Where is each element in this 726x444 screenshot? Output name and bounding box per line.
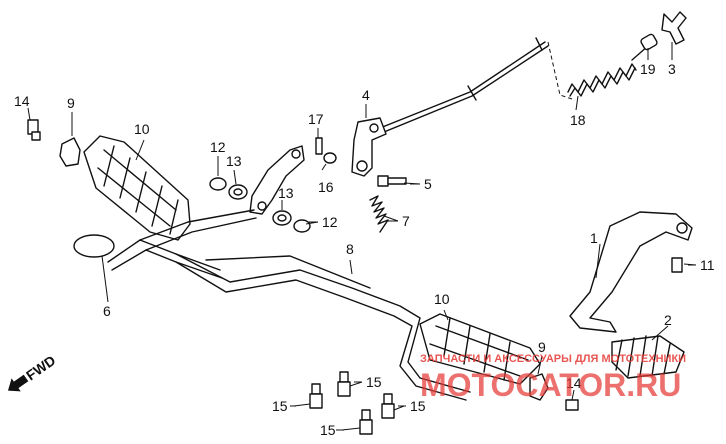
callout-15-d: 15 [410,398,426,414]
fwd-arrow: FWD [7,352,58,392]
callout-13-upper: 13 [226,153,242,169]
callout-12-lower: 12 [322,214,338,230]
callout-18: 18 [570,112,586,128]
washer-13-lower [272,210,292,226]
washer-12-lower [293,219,311,233]
pedal-rubber-2 [611,335,685,379]
callout-3: 3 [668,61,676,77]
callout-11: 11 [700,257,715,273]
spring-18 [567,45,649,97]
callout-14-lower: 14 [566,375,582,391]
callout-15-a: 15 [272,398,288,414]
callout-4: 4 [362,87,370,103]
step-bar-8 [107,209,471,401]
watermark-tagline: ЗАПЧАСТИ И АКСЕССУАРЫ ДЛЯ МОТОТЕХНИКИ [420,353,686,365]
watermark: ЗАПЧАСТИ И АКСЕССУАРЫ ДЛЯ МОТОТЕХНИКИ MO… [420,353,686,403]
callout-19: 19 [640,61,656,77]
adjuster-nut-19 [640,33,658,51]
bolt-5 [377,175,407,187]
footpeg-rubber-10-right [419,313,541,385]
bolt-14-upper [27,119,41,141]
callout-15-c: 15 [320,422,336,438]
pin-17 [315,137,323,155]
callout-labels: 1 2 3 4 5 6 7 8 9 9 10 10 11 12 12 13 13… [14,61,715,438]
callout-10-left: 10 [134,121,150,137]
callout-5: 5 [424,176,432,192]
callout-17: 17 [308,111,324,127]
cotter-9-lower [529,373,549,401]
brake-link-plate [249,145,305,215]
brake-cable [379,37,549,133]
callout-2: 2 [664,312,672,328]
wing-nut-3 [661,11,687,45]
dashed-leader-cable [547,41,576,101]
brake-pedal-1 [569,211,693,333]
callout-dashes [290,183,696,431]
callout-10-right: 10 [434,291,450,307]
washer-12-upper [209,177,227,191]
washer-16 [323,152,337,164]
callout-15-b: 15 [366,374,382,390]
callout-6: 6 [103,303,111,319]
callout-8: 8 [346,241,354,257]
brake-arm-4 [351,117,387,177]
bolt-11 [671,257,683,273]
callout-12-upper: 12 [210,139,226,155]
spring-7 [369,195,389,233]
pad-6 [73,234,115,258]
fwd-label: FWD [23,352,58,383]
callout-13-lower: 13 [278,185,294,201]
callout-9-upper: 9 [67,95,75,111]
cotter-9-upper [59,137,81,167]
footpeg-rubber-10-left [83,135,191,241]
callout-1: 1 [590,230,598,246]
callout-7: 7 [402,213,410,229]
callout-14-upper: 14 [14,93,30,109]
watermark-brand: MOTOCATOR.RU [420,367,681,403]
bolts-15 [309,371,395,435]
callout-16: 16 [318,179,334,195]
washer-13-upper [228,184,248,200]
callout-9-lower: 9 [538,339,546,355]
